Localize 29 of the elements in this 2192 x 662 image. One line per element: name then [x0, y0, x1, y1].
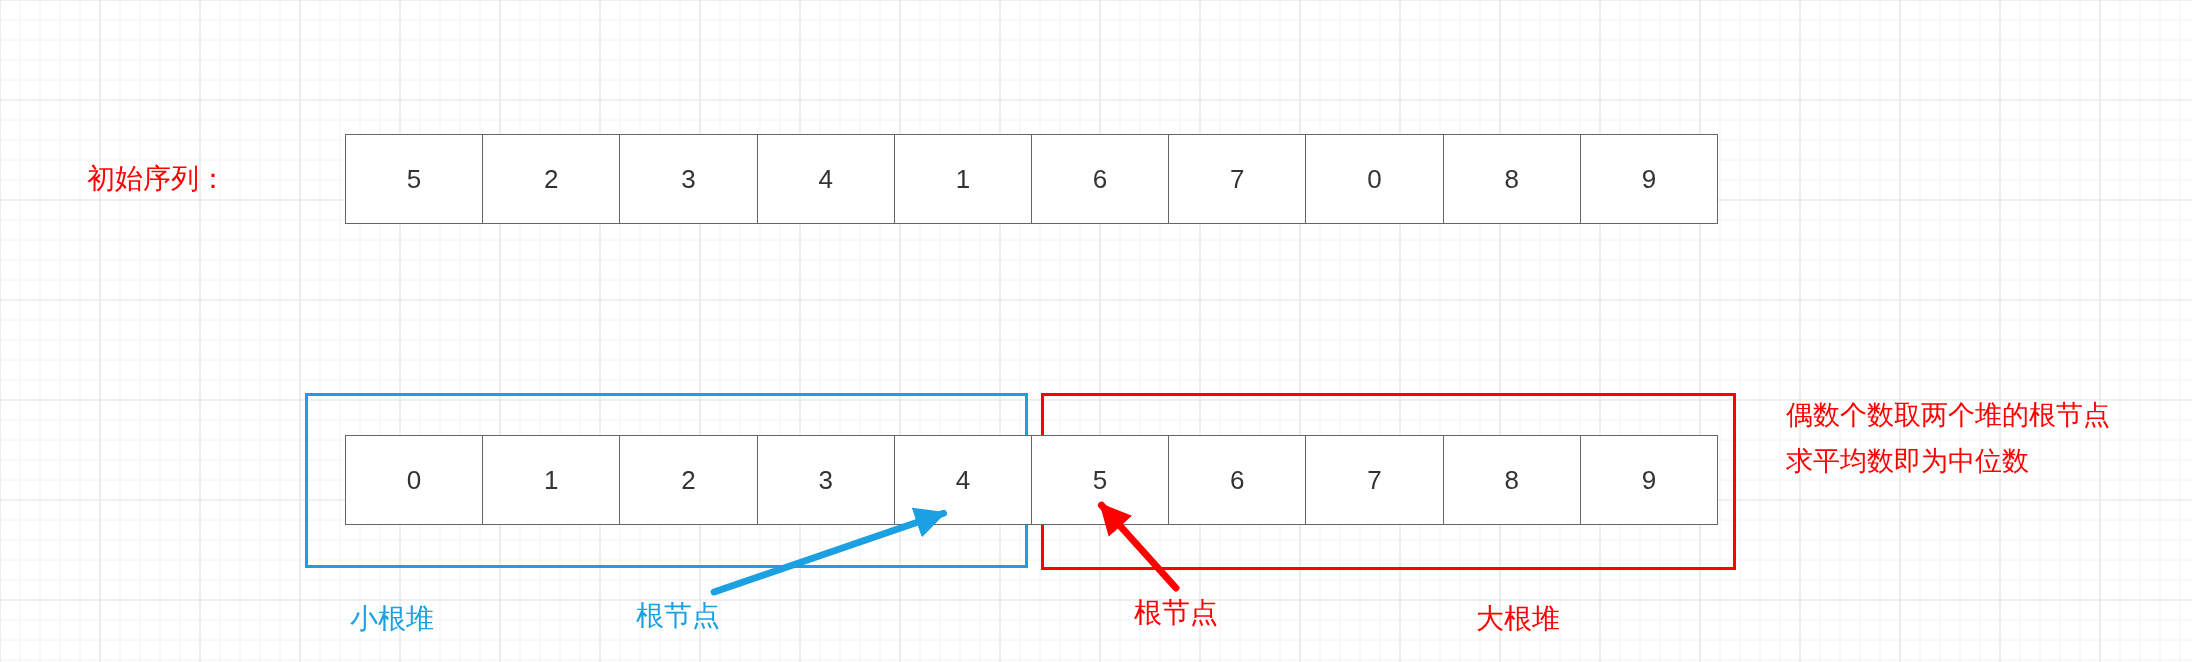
array-cell: 8 [1442, 134, 1581, 224]
array-cell: 2 [619, 435, 758, 525]
array-cell: 8 [1442, 435, 1581, 525]
array-cell: 4 [893, 435, 1032, 525]
array-cell: 7 [1168, 134, 1307, 224]
array-cell: 7 [1305, 435, 1444, 525]
array-cell: 4 [756, 134, 895, 224]
array-cell: 5 [345, 134, 484, 224]
array-cell: 6 [1168, 435, 1307, 525]
array-cell: 3 [619, 134, 758, 224]
heap-label: 小根堆 [350, 602, 434, 636]
root-node-label: 根节点 [636, 597, 720, 635]
arrow [710, 507, 948, 596]
array-cell: 1 [893, 134, 1032, 224]
array-cell: 5 [1031, 435, 1170, 525]
row-label: 初始序列： [87, 162, 227, 196]
note-text: 偶数个数取两个堆的根节点求平均数即为中位数 [1786, 399, 2111, 478]
array-cell: 9 [1579, 134, 1718, 224]
root-node-label: 根节点 [1134, 594, 1218, 632]
array-cell: 6 [1031, 134, 1170, 224]
array-cell: 0 [1305, 134, 1444, 224]
array-cell: 1 [482, 435, 621, 525]
heap-label: 大根堆 [1476, 602, 1560, 636]
array-cell: 3 [756, 435, 895, 525]
arrow [1098, 501, 1180, 592]
array-cell: 2 [482, 134, 621, 224]
array-cell: 9 [1579, 435, 1718, 525]
heap-frame [305, 393, 1028, 568]
array-cell: 0 [345, 435, 484, 525]
